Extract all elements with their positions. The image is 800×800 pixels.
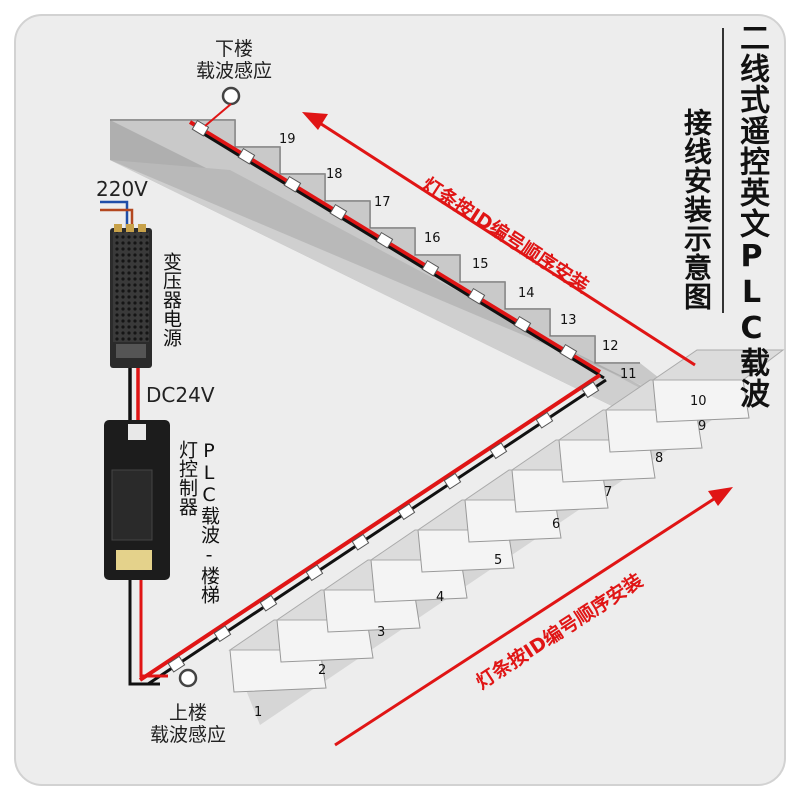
bottom-sensor-icon: [178, 668, 198, 688]
arrow-head-upper-icon: [302, 112, 328, 130]
wire-connector: [213, 625, 232, 643]
controller-label: PLC载波-楼梯灯控制器: [176, 440, 220, 604]
wire-connector: [167, 655, 186, 673]
bottom-sensor-line1: 上楼: [168, 702, 207, 724]
step-number-10: 10: [690, 394, 707, 409]
step-number-13: 13: [560, 313, 577, 328]
wire-connector: [329, 203, 348, 221]
wire-connector: [191, 119, 210, 137]
bottom-sensor-label: 上楼 载波感应: [140, 702, 236, 746]
bottom-sensor-line2: 载波感应: [149, 724, 226, 746]
top-sensor-line1: 下楼: [214, 38, 253, 60]
red-wire-lower: [138, 373, 602, 682]
step-number-11: 11: [620, 367, 637, 382]
step-number-17: 17: [374, 195, 391, 210]
wire-connector: [443, 472, 462, 490]
step-number-6: 6: [552, 517, 560, 532]
step-number-3: 3: [377, 625, 385, 640]
step-number-9: 9: [698, 419, 706, 434]
sub-title: 接线安装示意图: [680, 108, 713, 311]
main-title: 二线式遥控英文PLC载波: [734, 22, 769, 409]
step-number-4: 4: [436, 590, 444, 605]
wire-connector: [237, 147, 256, 165]
wire-connector: [535, 411, 554, 429]
power-wiring: [100, 200, 168, 686]
lower-step-tread: [651, 349, 785, 381]
step-connectors: [167, 119, 600, 673]
wire-connector: [421, 259, 440, 277]
top-sensor-lead: [204, 103, 232, 127]
wire-connector: [283, 175, 302, 193]
title-divider: [722, 28, 724, 313]
arrow-head-lower-icon: [708, 487, 733, 506]
red-wire-upper: [188, 120, 602, 374]
plc-controller: [104, 420, 170, 580]
wire-connector: [513, 315, 532, 333]
transformer-label: 变压器电源: [160, 252, 182, 347]
power-input-label: 220V: [96, 177, 148, 201]
step-number-7: 7: [604, 485, 612, 500]
wire-connector: [559, 343, 578, 361]
upper-flight-side: [110, 160, 700, 420]
step-number-15: 15: [472, 257, 489, 272]
upper-step-faces: [110, 120, 700, 410]
top-sensor-icon: [221, 86, 241, 106]
wire-connector: [259, 594, 278, 612]
step-number-18: 18: [326, 167, 343, 182]
step-number-12: 12: [602, 339, 619, 354]
red-arrows: [302, 112, 733, 747]
wire-connector: [581, 381, 600, 399]
lower-steps: [228, 349, 785, 693]
step-number-8: 8: [655, 451, 663, 466]
upper-step-edges: [110, 119, 640, 364]
wire-connector: [467, 287, 486, 305]
upper-steps: [110, 119, 700, 410]
dc-voltage-label: DC24V: [146, 383, 215, 407]
top-sensor-line2: 载波感应: [195, 60, 272, 82]
step-number-19: 19: [279, 132, 296, 147]
black-wire-upper: [193, 126, 605, 380]
step-number-1: 1: [254, 705, 262, 720]
step-number-2: 2: [318, 663, 326, 678]
step-number-5: 5: [494, 553, 502, 568]
top-sensor-label: 下楼 载波感应: [190, 38, 278, 82]
wire-connector: [351, 533, 370, 551]
transformer-power-supply: [110, 224, 152, 368]
wire-connector: [489, 442, 508, 460]
step-number-16: 16: [424, 231, 441, 246]
wire-connector: [397, 503, 416, 521]
wire-connector: [305, 564, 324, 582]
step-number-14: 14: [518, 286, 535, 301]
wire-connector: [375, 231, 394, 249]
